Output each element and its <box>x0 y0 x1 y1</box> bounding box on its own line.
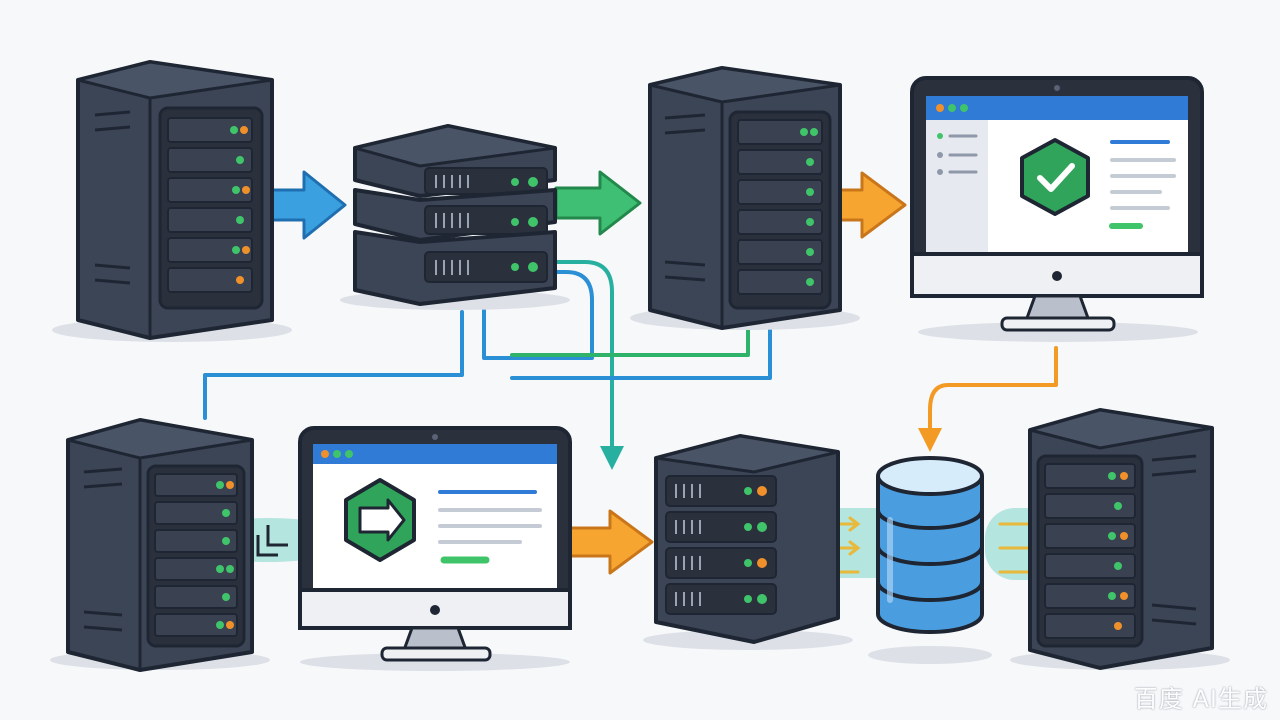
side-vents <box>664 113 706 282</box>
status-lights <box>1108 472 1128 630</box>
server-rack-4 <box>643 434 853 650</box>
check-shield-icon <box>1020 138 1090 216</box>
status-lights <box>744 486 767 604</box>
server-slots <box>737 119 823 295</box>
server-tower-5 <box>1010 408 1230 670</box>
switch-unit-3 <box>353 230 557 306</box>
monitor-forward <box>298 426 572 671</box>
status-lights <box>216 481 234 629</box>
line-tower-2-to-rack <box>510 328 772 380</box>
side-vents <box>83 467 123 632</box>
status-lights <box>800 128 818 286</box>
stream-chevron-left <box>256 525 288 557</box>
server-tower-1 <box>52 60 292 342</box>
switch-ports <box>435 175 469 275</box>
flow-arrows <box>256 170 907 575</box>
status-lights <box>230 126 250 284</box>
server-tower-2 <box>630 66 860 330</box>
connector-lines <box>203 260 1058 470</box>
server-slots <box>154 473 238 637</box>
side-vents <box>1151 454 1197 626</box>
line-monitor-to-db <box>918 346 1058 452</box>
sidebar-pane <box>926 120 988 254</box>
line-switch-to-rack-4-teal <box>543 260 624 470</box>
switch-stack <box>340 124 570 310</box>
title-bar <box>926 96 1188 120</box>
arrow-shield-icon <box>344 478 416 562</box>
side-vents <box>94 110 131 285</box>
watermark-text: 百度 AI生成 <box>1133 685 1268 713</box>
arrow-monitor-to-rack <box>564 509 654 575</box>
switch-unit-1 <box>353 124 557 198</box>
database-icon <box>876 456 984 634</box>
switch-unit-2 <box>353 188 557 242</box>
line-switch-to-tower-3 <box>203 310 464 420</box>
arrow-switch-to-tower2 <box>554 170 642 236</box>
server-slots <box>665 475 777 615</box>
database-cylinder <box>868 456 992 664</box>
server-slots <box>1044 463 1136 639</box>
line-switch-to-rack-4-blue <box>482 270 594 360</box>
server-slots <box>167 117 253 293</box>
title-bar <box>313 444 557 464</box>
line-tower-2-to-switch-green <box>510 320 750 357</box>
server-tower-3 <box>50 418 270 672</box>
monitor-verified <box>910 76 1204 342</box>
